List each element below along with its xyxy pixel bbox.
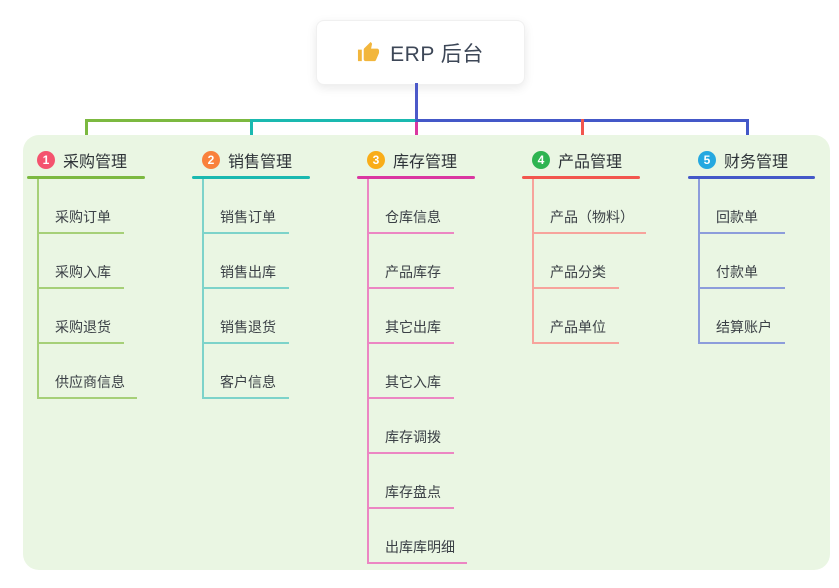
branch-finance: 5 财务管理 回款单 付款单 结算账户	[688, 147, 815, 344]
branch-inventory-header[interactable]: 3 库存管理	[357, 147, 475, 173]
branch-number-badge: 4	[532, 151, 550, 169]
branch-label: 产品管理	[558, 154, 623, 171]
branch-sales: 2 销售管理 销售订单 销售出库 销售退货 客户信息	[192, 147, 310, 399]
branch-inventory: 3 库存管理 仓库信息 产品库存 其它出库 其它入库 库存调拨 库存盘点 出库库…	[357, 147, 475, 564]
node-item[interactable]: 回款单	[700, 179, 785, 234]
connector-drop-branch4	[581, 119, 584, 147]
node-item-label: 产品（物料）	[550, 209, 634, 225]
branch-label: 财务管理	[724, 154, 789, 171]
node-item[interactable]: 付款单	[700, 234, 785, 289]
branch-items: 仓库信息 产品库存 其它出库 其它入库 库存调拨 库存盘点 出库库明细	[367, 179, 475, 564]
node-item[interactable]: 供应商信息	[39, 344, 137, 399]
branch-underline	[357, 176, 475, 179]
branch-number-badge: 2	[202, 151, 220, 169]
branches-panel	[23, 135, 830, 570]
node-item-label: 其它出库	[385, 319, 441, 335]
node-item-label: 出库库明细	[385, 539, 455, 555]
node-item[interactable]: 库存盘点	[369, 454, 454, 509]
node-item-label: 库存调拨	[385, 429, 441, 445]
node-item[interactable]: 其它出库	[369, 289, 454, 344]
node-item[interactable]: 其它入库	[369, 344, 454, 399]
connector-drop-branch2	[250, 119, 253, 147]
node-item-label: 结算账户	[716, 319, 772, 335]
branch-label: 库存管理	[393, 154, 458, 171]
node-item[interactable]: 销售退货	[204, 289, 289, 344]
node-item-label: 付款单	[716, 264, 758, 280]
node-item[interactable]: 产品单位	[534, 289, 619, 344]
branch-number-badge: 3	[367, 151, 385, 169]
node-item-label: 销售出库	[220, 264, 276, 280]
branch-underline	[192, 176, 310, 179]
branch-label: 销售管理	[228, 154, 293, 171]
node-item[interactable]: 销售出库	[204, 234, 289, 289]
node-item[interactable]: 出库库明细	[369, 509, 467, 564]
branch-product: 4 产品管理 产品（物料） 产品分类 产品单位	[522, 147, 646, 344]
branch-items: 销售订单 销售出库 销售退货 客户信息	[202, 179, 310, 399]
node-item-label: 产品分类	[550, 264, 606, 280]
node-item-label: 采购退货	[55, 319, 111, 335]
thumbs-up-icon	[358, 41, 380, 62]
node-item-label: 供应商信息	[55, 374, 125, 390]
branch-underline	[522, 176, 640, 179]
root-title: ERP 后台	[390, 42, 484, 66]
branch-underline	[27, 176, 145, 179]
node-item-label: 回款单	[716, 209, 758, 225]
node-item[interactable]: 客户信息	[204, 344, 289, 399]
node-item-label: 其它入库	[385, 374, 441, 390]
node-item[interactable]: 采购退货	[39, 289, 124, 344]
branch-purchase: 1 采购管理 采购订单 采购入库 采购退货 供应商信息	[27, 147, 145, 399]
node-item[interactable]: 仓库信息	[369, 179, 454, 234]
branch-items: 采购订单 采购入库 采购退货 供应商信息	[37, 179, 145, 399]
branch-items: 产品（物料） 产品分类 产品单位	[532, 179, 646, 344]
node-item-label: 销售订单	[220, 209, 276, 225]
branch-finance-header[interactable]: 5 财务管理	[688, 147, 815, 173]
node-item-label: 销售退货	[220, 319, 276, 335]
branch-product-header[interactable]: 4 产品管理	[522, 147, 640, 173]
root-node-erp[interactable]: ERP 后台	[316, 20, 525, 85]
node-item[interactable]: 结算账户	[700, 289, 785, 344]
connector-drop-branch3	[415, 122, 418, 147]
connector-drop-branch5	[746, 119, 749, 147]
node-item-label: 产品单位	[550, 319, 606, 335]
node-item[interactable]: 库存调拨	[369, 399, 454, 454]
node-item-label: 客户信息	[220, 374, 276, 390]
node-item[interactable]: 采购订单	[39, 179, 124, 234]
branch-underline	[688, 176, 815, 179]
node-item[interactable]: 产品（物料）	[534, 179, 646, 234]
node-item[interactable]: 产品库存	[369, 234, 454, 289]
connector-horizontal-branch2	[250, 119, 417, 122]
branch-label: 采购管理	[63, 154, 128, 171]
branch-number-badge: 5	[698, 151, 716, 169]
node-item[interactable]: 产品分类	[534, 234, 619, 289]
root-stem-line	[415, 83, 418, 122]
node-item-label: 采购订单	[55, 209, 111, 225]
node-item-label: 产品库存	[385, 264, 441, 280]
node-item-label: 库存盘点	[385, 484, 441, 500]
connector-drop-branch1	[85, 119, 88, 147]
node-item-label: 采购入库	[55, 264, 111, 280]
node-item-label: 仓库信息	[385, 209, 441, 225]
branch-purchase-header[interactable]: 1 采购管理	[27, 147, 145, 173]
branch-sales-header[interactable]: 2 销售管理	[192, 147, 310, 173]
branch-number-badge: 1	[37, 151, 55, 169]
node-item[interactable]: 采购入库	[39, 234, 124, 289]
branch-items: 回款单 付款单 结算账户	[698, 179, 815, 344]
node-item[interactable]: 销售订单	[204, 179, 289, 234]
connector-horizontal-branch1	[85, 119, 253, 122]
